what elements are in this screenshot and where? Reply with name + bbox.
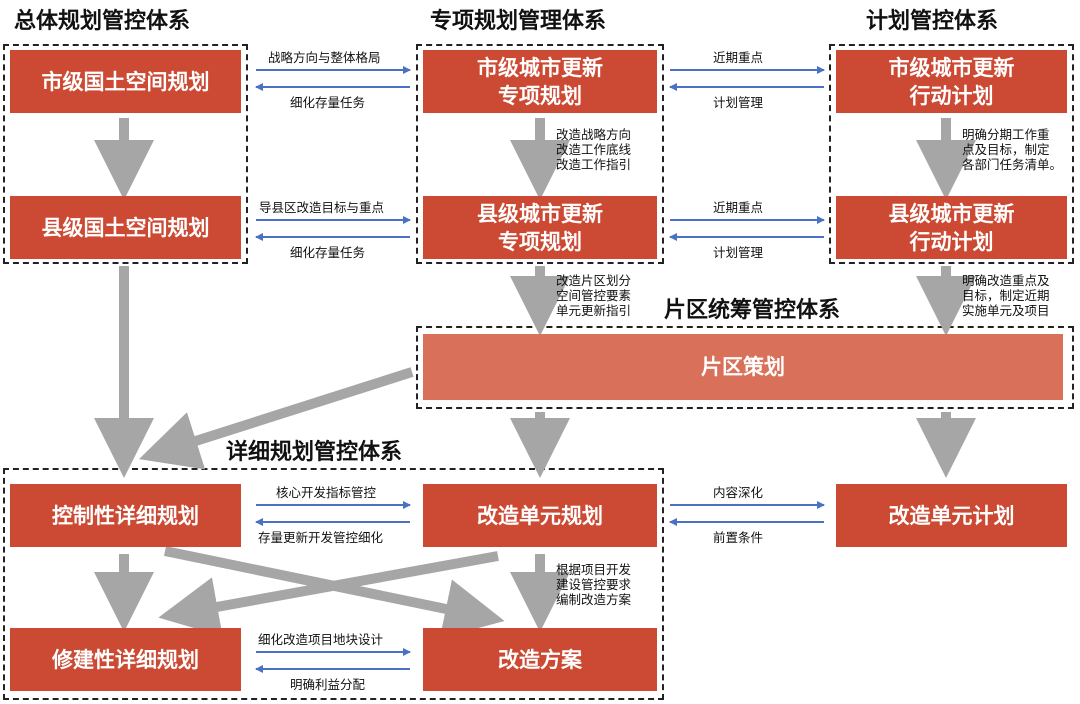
label-city-recent-focus: 近期重点 <box>713 50 764 65</box>
node-regulatory-detailed-plan: 控制性详细规划 <box>10 484 241 547</box>
group-title-detailed: 详细规划管控体系 <box>222 440 407 466</box>
district-control-frame <box>416 326 1074 409</box>
note-action-down: 明确分期工作重 点及目标，制定 各部门任务清单。 <box>962 127 1063 172</box>
label-city-to-special: 战略方向与整体格局 <box>268 50 381 65</box>
label-special-to-city: 细化存量任务 <box>290 95 366 110</box>
blue-arrows <box>255 66 825 673</box>
label-county-recent-focus: 近期重点 <box>713 200 764 215</box>
group-title-district: 片区统筹管控体系 <box>660 298 845 324</box>
arrow-district-to-regulatory <box>138 367 414 470</box>
label-special-to-county: 细化存量任务 <box>290 245 366 260</box>
node-city-action-plan-label: 市级城市更新 行动计划 <box>888 55 1015 108</box>
node-county-spatial-planning: 县级国土空间规划 <box>10 196 241 259</box>
node-district-planning: 片区策划 <box>423 334 1063 400</box>
group-title-overall: 总体规划管控体系 <box>14 9 191 35</box>
node-renewal-scheme: 改造方案 <box>423 628 657 691</box>
label-precondition: 前置条件 <box>713 530 764 545</box>
arrow-unit-plan-to-constructive <box>158 551 499 637</box>
node-renewal-scheme-label: 改造方案 <box>498 647 582 672</box>
node-renewal-unit-plan-label: 改造单元规划 <box>477 503 603 528</box>
note-scheme: 根据项目开发 建设管控要求 编制改造方案 <box>556 562 632 607</box>
node-city-special-planning-label: 市级城市更新 专项规划 <box>477 55 603 108</box>
node-county-action-plan-label: 县级城市更新 行动计划 <box>888 201 1015 254</box>
label-stock-refine: 存量更新开发管控细化 <box>258 530 384 545</box>
node-city-spatial-planning-label: 市级国土空间规划 <box>41 69 210 94</box>
gray-arrows <box>94 118 976 639</box>
label-county-plan-mgmt: 计划管理 <box>713 245 764 260</box>
node-renewal-unit-plan: 改造单元规划 <box>423 484 657 547</box>
label-county-to-special: 导县区改造目标与重点 <box>259 200 385 215</box>
plan-control-frame <box>829 44 1074 264</box>
note-county-special-down: 改造片区划分 空间管控要素 单元更新指引 <box>556 273 632 318</box>
node-renewal-unit-schedule-label: 改造单元计划 <box>888 503 1015 528</box>
label-core-indicator: 核心开发指标管控 <box>276 485 377 500</box>
node-city-spatial-planning: 市级国土空间规划 <box>10 50 241 113</box>
group-title-plan: 计划管控体系 <box>866 9 999 35</box>
node-regulatory-detailed-plan-label: 控制性详细规划 <box>52 503 199 528</box>
label-benefit-distribution: 明确利益分配 <box>290 677 366 692</box>
group-title-special: 专项规划管理体系 <box>430 9 607 35</box>
node-county-special-planning: 县级城市更新 专项规划 <box>423 196 657 259</box>
node-renewal-unit-schedule: 改造单元计划 <box>836 484 1067 547</box>
label-plot-design: 细化改造项目地块设计 <box>258 632 384 647</box>
node-county-action-plan: 县级城市更新 行动计划 <box>836 196 1067 259</box>
node-city-special-planning: 市级城市更新 专项规划 <box>423 50 657 113</box>
node-constructive-detailed-plan-label: 修建性详细规划 <box>52 647 199 672</box>
node-constructive-detailed-plan: 修建性详细规划 <box>10 628 241 691</box>
node-county-spatial-planning-label: 县级国土空间规划 <box>41 215 210 240</box>
note-county-action-down: 明确改造重点及 目标，制定近期 实施单元及项目 <box>962 273 1050 318</box>
label-content-deepen: 内容深化 <box>713 485 764 500</box>
detailed-planning-frame <box>3 468 664 700</box>
node-county-special-planning-label: 县级城市更新 专项规划 <box>477 201 603 254</box>
label-city-plan-mgmt: 计划管理 <box>713 95 764 110</box>
special-planning-frame <box>416 44 664 264</box>
note-special-down: 改造战略方向 改造工作底线 改造工作指引 <box>556 127 632 172</box>
overall-planning-frame <box>3 44 248 264</box>
node-district-planning-label: 片区策划 <box>701 355 785 379</box>
node-city-action-plan: 市级城市更新 行动计划 <box>836 50 1067 113</box>
